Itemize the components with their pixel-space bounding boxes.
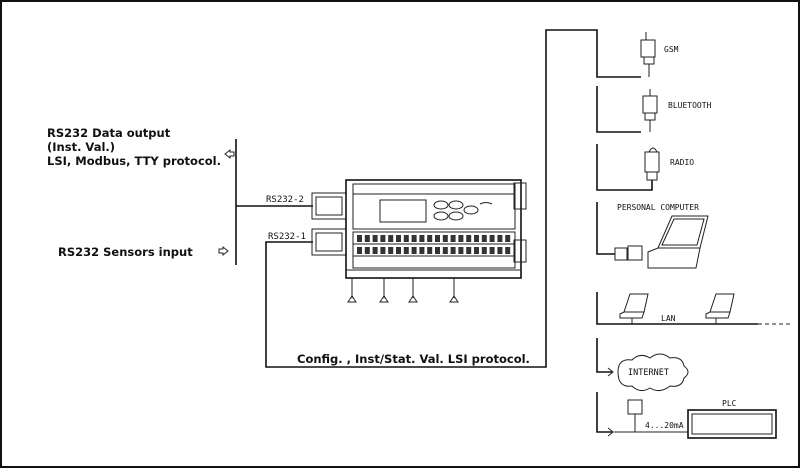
terminal-screw xyxy=(435,235,440,242)
radio-modem-icon xyxy=(644,147,660,181)
terminal-screw xyxy=(505,235,511,242)
terminal-screw xyxy=(489,235,495,242)
lan-label: LAN xyxy=(661,314,676,323)
terminal-screw xyxy=(435,247,440,254)
terminal-screw xyxy=(364,235,370,242)
laptop-icon xyxy=(647,215,709,269)
bluetooth-line xyxy=(596,86,641,133)
terminal-screw xyxy=(364,247,370,254)
internet-line xyxy=(596,338,612,373)
lan-laptop-icon xyxy=(705,293,735,324)
terminal-screw xyxy=(357,235,362,242)
signal-converter-icon xyxy=(614,399,688,433)
pc-label: PERSONAL COMPUTER xyxy=(617,203,699,212)
terminal-screw xyxy=(474,247,479,254)
radio-label: RADIO xyxy=(670,158,694,167)
sensor-arrow-icon xyxy=(408,278,418,303)
terminal-screw xyxy=(419,235,425,242)
data-output-title: RS232 Data output xyxy=(47,126,171,140)
lan-laptop-icon xyxy=(619,293,649,324)
terminal-screw xyxy=(458,247,464,254)
config-protocol-label: Config. , Inst/Stat. Val. LSI protocol. xyxy=(297,352,530,366)
terminal-screw xyxy=(396,235,401,242)
pc-line xyxy=(596,202,615,255)
terminal-screw xyxy=(372,247,378,254)
plc-unit-icon xyxy=(687,409,777,439)
plc-line xyxy=(596,392,612,433)
sensor-arrow-icon xyxy=(449,278,459,303)
internet-label: INTERNET xyxy=(628,368,669,378)
bluetooth-device-icon xyxy=(642,89,658,132)
terminal-screw xyxy=(380,247,386,254)
terminal-screw xyxy=(481,235,487,242)
lan-line xyxy=(596,292,758,325)
terminal-screw xyxy=(466,247,472,254)
plc-label: PLC xyxy=(722,399,737,408)
radio-line xyxy=(596,144,653,191)
terminal-screw xyxy=(403,235,409,242)
terminal-screw xyxy=(427,247,433,254)
internet-arrow-icon xyxy=(607,367,614,377)
terminal-screw xyxy=(474,235,479,242)
terminal-screw xyxy=(372,235,378,242)
pc-connector-icon xyxy=(614,245,643,261)
sensors-input-label: RS232 Sensors input xyxy=(58,245,193,259)
sensors-input-arrow-icon xyxy=(218,245,229,257)
terminal-screw xyxy=(388,247,394,254)
terminal-screw xyxy=(427,235,433,242)
terminal-screw xyxy=(481,247,487,254)
terminal-screw xyxy=(419,247,425,254)
plc-arrow-icon xyxy=(607,427,614,437)
terminal-screw xyxy=(505,247,511,254)
data-logger-device xyxy=(311,179,527,279)
terminal-screw xyxy=(489,247,495,254)
gsm-label: GSM xyxy=(664,45,679,54)
data-output-subtitle: (Inst. Val.) xyxy=(47,140,115,154)
terminal-screw xyxy=(411,235,417,242)
sensor-arrow-icon xyxy=(379,278,389,303)
terminal-block-screws xyxy=(357,235,511,254)
sensor-arrow-icon xyxy=(347,278,357,303)
terminal-screw xyxy=(466,235,472,242)
gsm-modem-icon xyxy=(640,32,656,77)
terminal-screw xyxy=(442,235,448,242)
internet-cloud-icon xyxy=(617,353,689,392)
data-output-arrow-icon xyxy=(224,148,235,160)
terminal-screw xyxy=(380,235,386,242)
terminal-screw xyxy=(403,247,409,254)
terminal-screw xyxy=(396,247,401,254)
terminal-screw xyxy=(411,247,417,254)
terminal-screw xyxy=(388,235,394,242)
current-loop-label: 4...20mA xyxy=(645,421,684,430)
terminal-screw xyxy=(442,247,448,254)
rs232-1-bus-line xyxy=(265,29,641,368)
terminal-screw xyxy=(497,235,503,242)
terminal-screw xyxy=(497,247,503,254)
terminal-screw xyxy=(450,247,456,254)
bluetooth-label: BLUETOOTH xyxy=(668,101,712,110)
terminal-screw xyxy=(357,247,362,254)
rs232-2-label: RS232-2 xyxy=(266,195,304,205)
terminal-screw xyxy=(458,235,464,242)
data-output-protocols: LSI, Modbus, TTY protocol. xyxy=(47,154,221,168)
rs232-1-label: RS232-1 xyxy=(268,232,306,242)
terminal-screw xyxy=(450,235,456,242)
